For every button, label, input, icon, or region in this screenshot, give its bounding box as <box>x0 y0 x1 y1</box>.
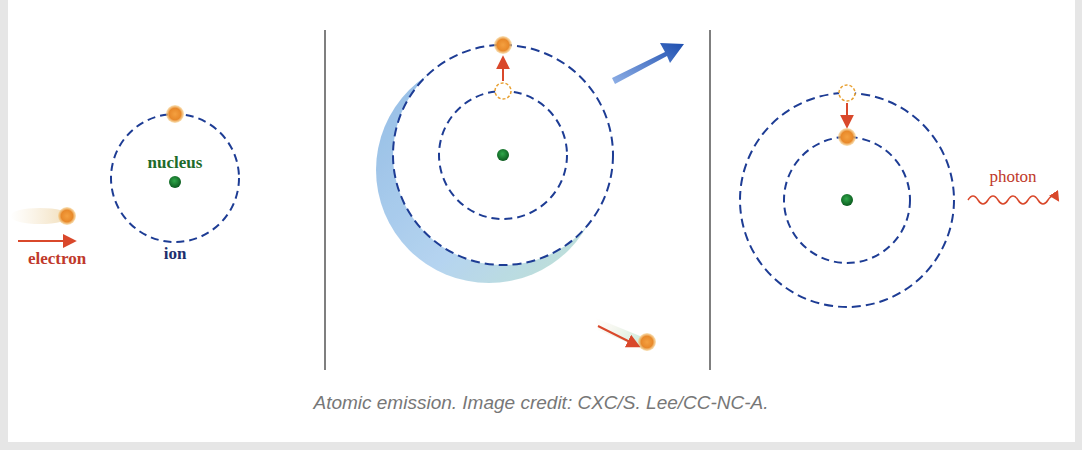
divider <box>709 30 711 370</box>
electron-label: electron <box>28 250 86 267</box>
divider <box>324 30 326 370</box>
panel-excitation <box>376 36 684 351</box>
photon-label: photon <box>989 168 1036 185</box>
panel-ion <box>10 105 239 242</box>
nucleus-label: nucleus <box>148 154 203 171</box>
panel-emission <box>740 85 1058 307</box>
caption: Atomic emission. Image credit: CXC/S. Le… <box>313 392 768 414</box>
ion-label: ion <box>164 245 187 262</box>
